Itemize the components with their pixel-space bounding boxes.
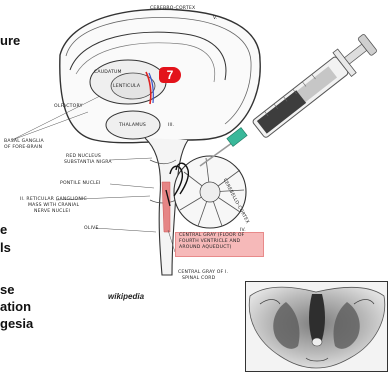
side-text-2: e	[0, 222, 7, 238]
image-credit: wikipedia	[108, 292, 144, 301]
label-roman-v: V.	[213, 16, 217, 21]
label-reticular-3: NERVE NUCLEI	[34, 209, 70, 214]
label-basal-ganglia-1: BASAL GANGLIA	[4, 139, 44, 144]
label-cerebro-cortex: CEREBRO-CORTEX	[150, 6, 195, 11]
brainstem-section-image	[246, 282, 387, 371]
side-text-3: ls	[0, 240, 11, 256]
label-spinal-1: CENTRAL GRAY OF I.	[178, 270, 228, 275]
label-roman-iii: III.	[168, 123, 174, 128]
label-substantia-nigra: SUBSTANTIA NIGRA	[64, 160, 112, 165]
brainstem-section-photo	[245, 281, 388, 372]
label-reticular-1: II. RETICULAR GANGLIONIC	[20, 197, 87, 202]
label-olive: OLIVE	[84, 226, 99, 231]
label-spinal-2: SPINAL CORD	[182, 276, 215, 281]
label-red-nucleus: RED NUCLEUS	[66, 154, 101, 159]
step-marker: 7	[159, 67, 181, 83]
label-basal-ganglia-2: OF FORE-BRAIN	[4, 145, 42, 150]
label-olfactory: OLFACTORY	[54, 104, 83, 109]
label-caudate: CAUDATUM	[94, 70, 122, 75]
label-central-gray-3: AROUND AQUEDUCT)	[176, 245, 263, 251]
side-text-1: ure	[0, 33, 20, 49]
label-pontile-nuclei: PONTILE NUCLEI	[60, 181, 101, 186]
side-text-5: ation	[0, 299, 31, 315]
side-text-6: gesia	[0, 316, 33, 332]
label-reticular-2: MASS WITH CRANIAL	[28, 203, 79, 208]
label-lenticula: LENTICULA	[113, 84, 140, 89]
label-thalamus: THALAMUS	[119, 123, 146, 128]
central-gray-callout: CENTRAL GRAY (FLOOR OF FOURTH VENTRICLE …	[175, 232, 264, 257]
side-text-4: se	[0, 282, 14, 298]
